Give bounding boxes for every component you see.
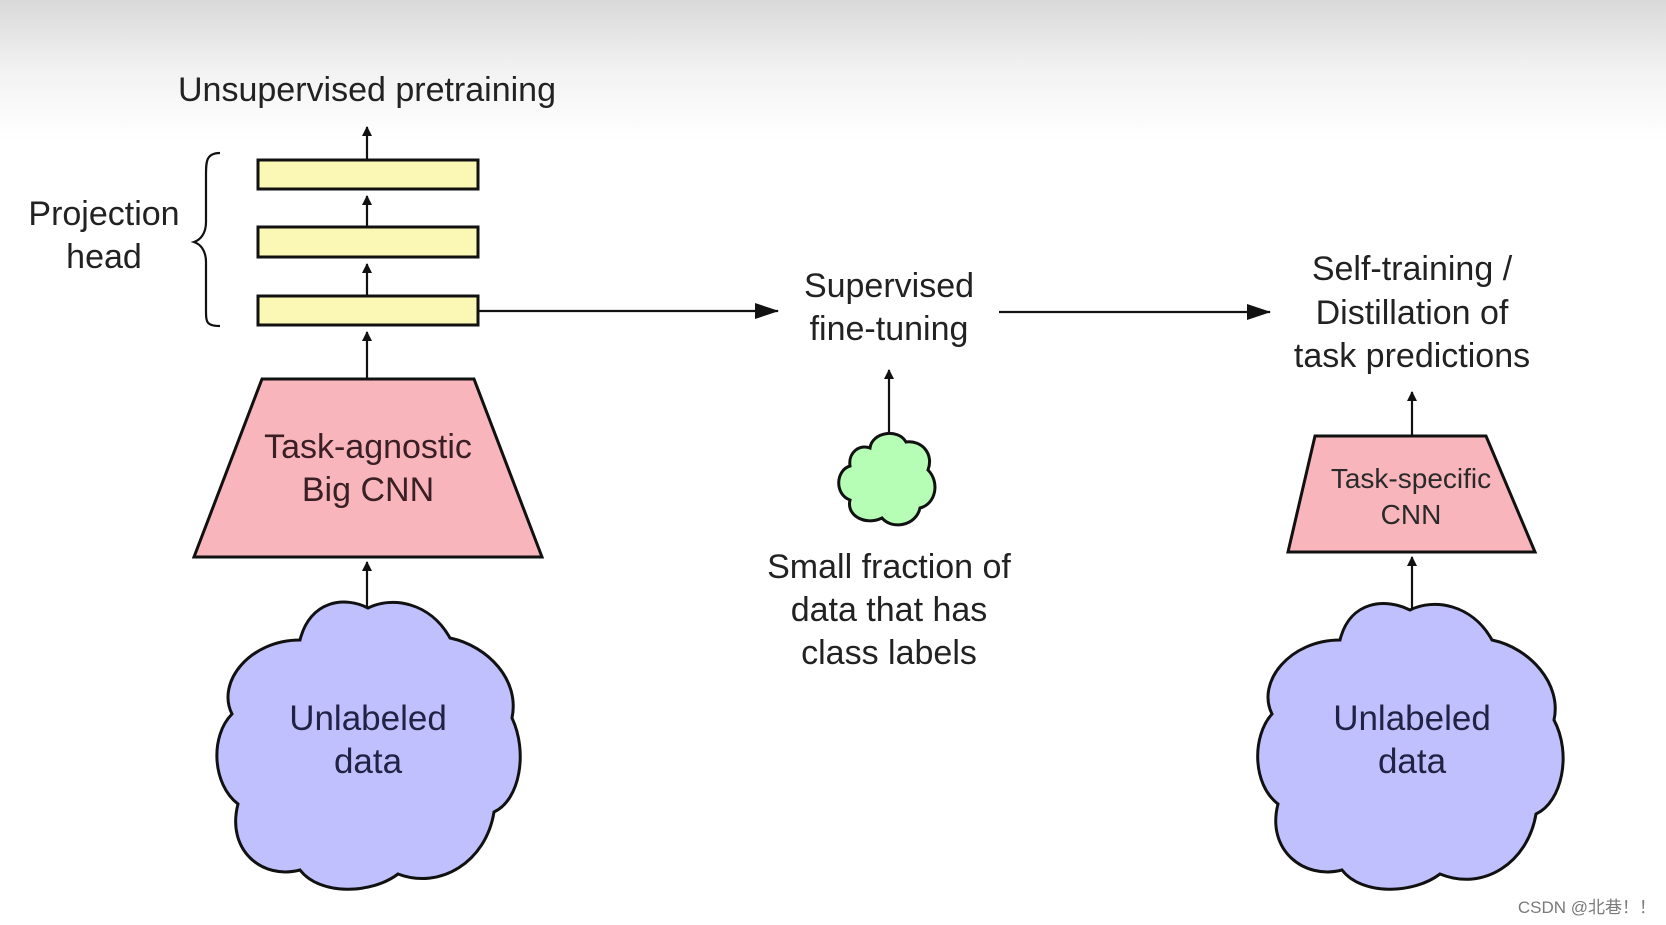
supervised-finetuning-label-line1: Supervised (804, 267, 974, 305)
unlabeled-data-left-label-line1: Unlabeled (289, 699, 447, 738)
task-agnostic-cnn-label-line2: Big CNN (302, 471, 434, 509)
unlabeled-data-left-label-line2: data (334, 742, 403, 781)
unlabeled-data-cloud-left (215, 600, 522, 891)
projection-layer-top (256, 158, 480, 191)
labeled-data-cloud (837, 432, 937, 527)
small-fraction-label-line3: class labels (801, 634, 977, 672)
unlabeled-data-right-label-line2: data (1378, 742, 1447, 781)
small-fraction-label-line1: Small fraction of (767, 548, 1011, 586)
task-agnostic-cnn-label-line1: Task-agnostic (264, 428, 472, 466)
projection-layer-bottom (256, 294, 480, 327)
self-training-label-line1: Self-training / (1312, 250, 1513, 288)
self-training-label-line3: task predictions (1294, 337, 1530, 375)
unsupervised-pretraining-label: Unsupervised pretraining (178, 71, 556, 109)
unlabeled-data-cloud-right (1256, 602, 1565, 891)
projection-head-label-line1: Projection (28, 195, 179, 233)
projection-layer-middle (256, 225, 480, 259)
task-specific-cnn-label-line1: Task-specific (1331, 463, 1491, 494)
supervised-finetuning-label-line2: fine-tuning (810, 310, 969, 348)
small-fraction-label-line2: data that has (791, 591, 988, 629)
unlabeled-data-right-label-line1: Unlabeled (1333, 699, 1491, 738)
projection-head-brace (190, 151, 221, 328)
projection-head-label-line2: head (66, 238, 142, 276)
task-specific-cnn-shape (1286, 434, 1538, 554)
self-training-label-line2: Distillation of (1316, 294, 1509, 332)
task-specific-cnn-label-line2: CNN (1381, 499, 1442, 530)
csdn-watermark: CSDN @北巷！！ (1518, 898, 1656, 917)
task-agnostic-cnn-shape (191, 377, 545, 559)
